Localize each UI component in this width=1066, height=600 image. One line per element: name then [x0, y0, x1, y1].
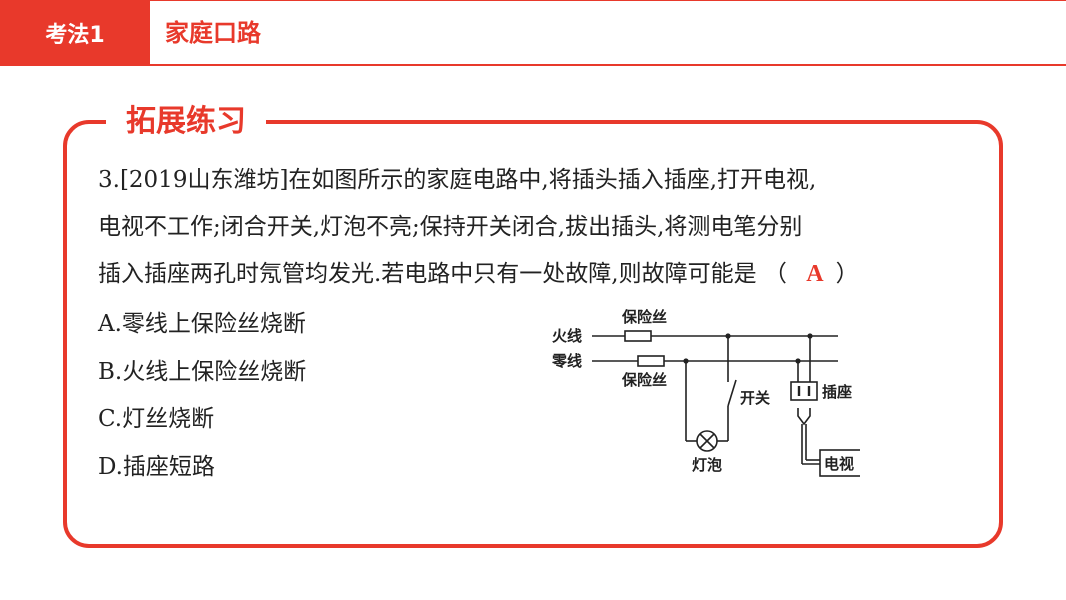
question-line-3-text: 插入插座两孔时氖管均发光.若电路中只有一处故障,则故障可能是 （ [98, 261, 787, 287]
switch-icon [727, 379, 737, 407]
live-wire-label: 火线 [552, 327, 582, 345]
fuse-neutral-icon [637, 355, 665, 367]
tv-label: 电视 [824, 455, 854, 473]
socket-icon [790, 381, 818, 401]
question-line-1: 3.[2019山东潍坊]在如图所示的家庭电路中,将插头插入插座,打开电视, [98, 167, 817, 193]
socket-label: 插座 [822, 383, 852, 401]
page-title: 家庭口路 [165, 19, 261, 47]
fuse-bottom-label: 保险丝 [621, 371, 667, 389]
close-paren: ） [835, 261, 859, 287]
option-c: C.灯丝烧断 [98, 406, 215, 432]
header-divider [150, 64, 1066, 66]
bulb-label: 灯泡 [692, 456, 722, 474]
option-b: B.火线上保险丝烧断 [98, 359, 307, 385]
answer-mark: A [806, 261, 824, 287]
section-tag: 考法1 [0, 0, 150, 66]
bulb-icon [696, 430, 718, 452]
circuit-diagram: 火线 零线 保险丝 保险丝 开关 插座 灯泡 电视 [551, 308, 860, 477]
neutral-wire-label: 零线 [551, 352, 582, 370]
plug-icon [797, 408, 811, 426]
option-a: A.零线上保险丝烧断 [98, 311, 306, 337]
question-line-3: 插入插座两孔时氖管均发光.若电路中只有一处故障,则故障可能是 （ A ） [98, 259, 859, 289]
fuse-top-label: 保险丝 [621, 308, 667, 326]
fuse-live-icon [624, 330, 652, 342]
option-d: D.插座短路 [98, 454, 215, 480]
question-line-2: 电视不工作;闭合开关,灯泡不亮;保持开关闭合,拔出插头,将测电笔分别 [98, 214, 803, 240]
panel-title: 拓展练习 [106, 100, 266, 144]
header-top-rule [150, 0, 1066, 1]
exercise-panel [63, 120, 1003, 548]
tv-box [819, 449, 860, 477]
switch-label: 开关 [740, 389, 770, 407]
